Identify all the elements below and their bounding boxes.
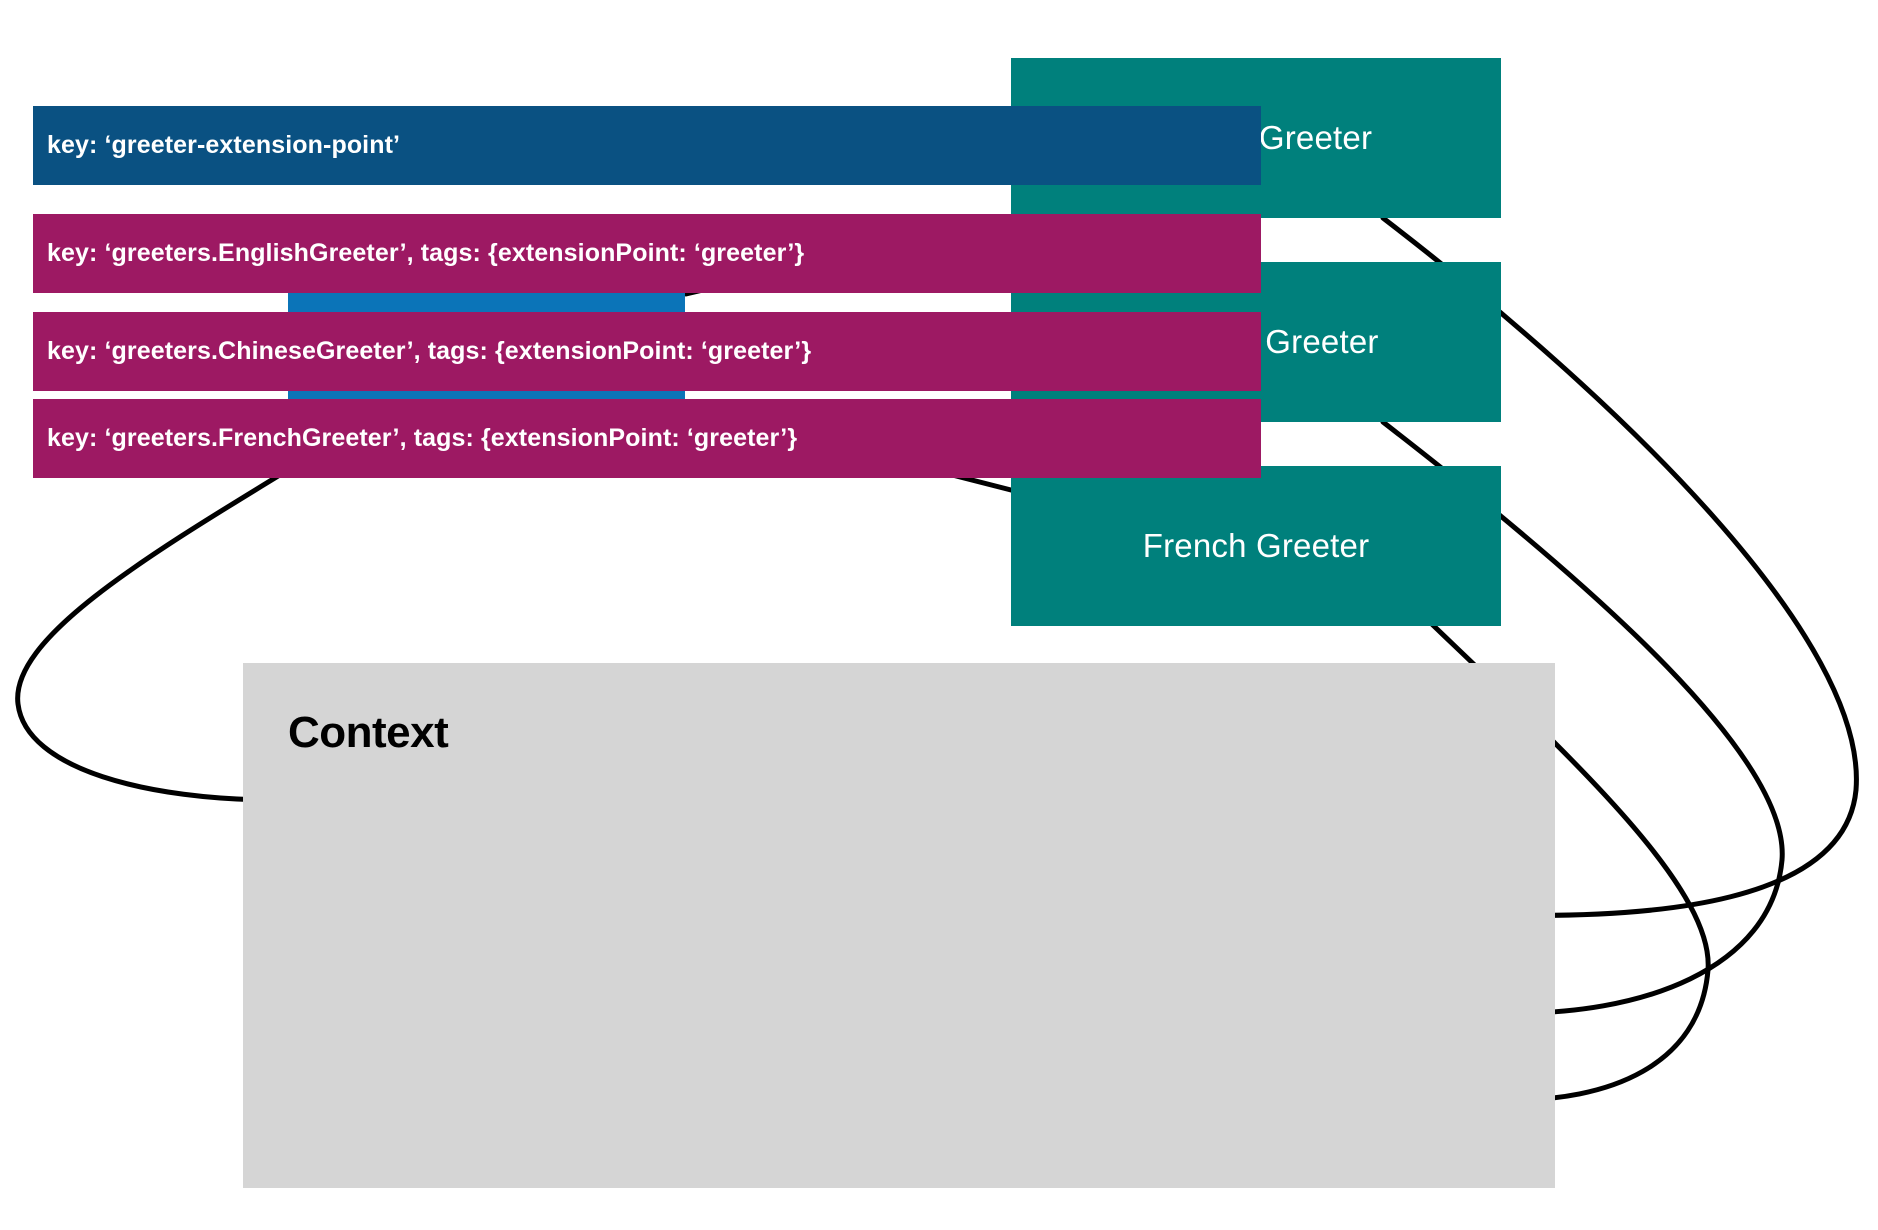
edge-chinese-to-context-entry [1380, 419, 1785, 1016]
context-entry-label: key: ‘greeters.ChineseGreeter’, tags: {e… [47, 337, 812, 365]
node-label-french-greeter: French Greeter [1142, 526, 1370, 564]
context-entry-extension-point-key[interactable]: key: ‘greeter-extension-point’ [33, 106, 1261, 185]
context-panel-title: Context [288, 708, 449, 757]
context-entry-french-greeter[interactable]: key: ‘greeters.FrenchGreeter’, tags: {ex… [33, 399, 1261, 478]
context-entry-english-greeter[interactable]: key: ‘greeters.EnglishGreeter’, tags: {e… [33, 214, 1261, 293]
context-panel: Context [243, 663, 1555, 1188]
context-entry-chinese-greeter[interactable]: key: ‘greeters.ChineseGreeter’, tags: {e… [33, 312, 1261, 391]
node-french-greeter[interactable]: French Greeter [1011, 466, 1501, 626]
context-entry-label: key: ‘greeters.EnglishGreeter’, tags: {e… [47, 239, 805, 267]
edge-english-to-context-entry [1380, 215, 1859, 918]
context-entry-label: key: ‘greeter-extension-point’ [47, 131, 401, 159]
context-entry-label: key: ‘greeters.FrenchGreeter’, tags: {ex… [47, 424, 798, 452]
edge-extensionpoint-to-context-key [15, 467, 291, 803]
